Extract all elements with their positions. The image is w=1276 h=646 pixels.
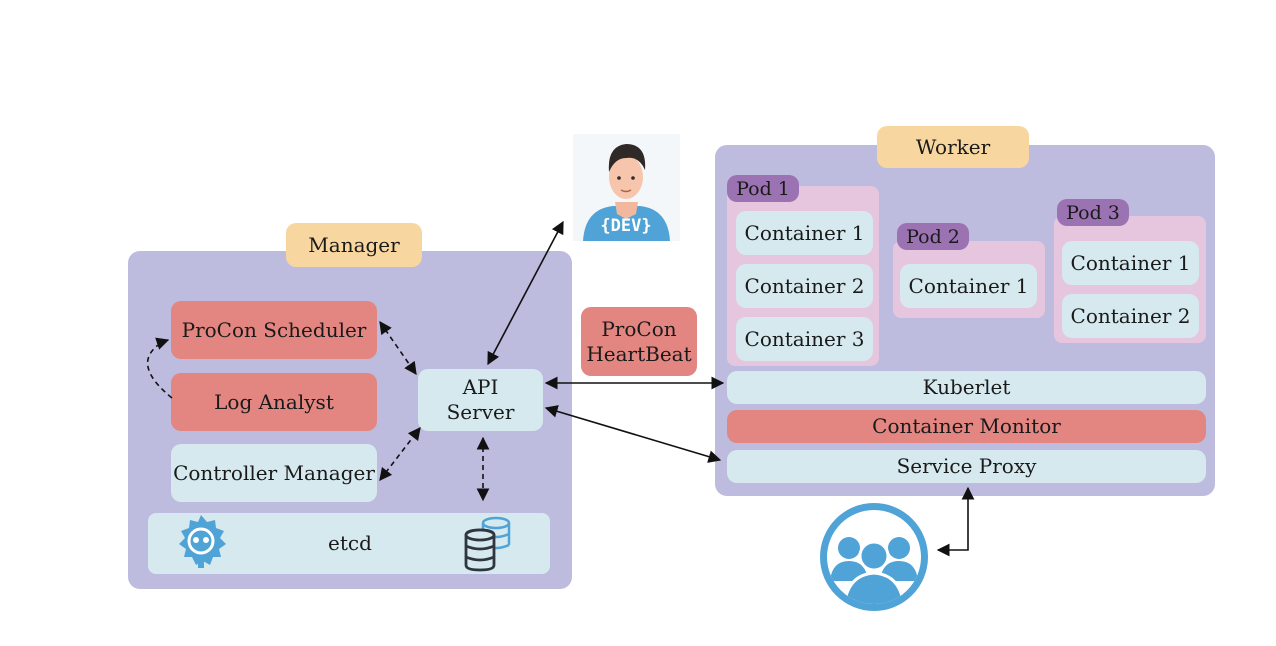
pod-1-container-1: Container 1	[736, 211, 873, 255]
pod-3-label: Pod 3	[1057, 199, 1129, 226]
etcd-label: etcd	[328, 531, 372, 555]
worker-label: Worker	[877, 126, 1029, 168]
log-analyst-box: Log Analyst	[171, 373, 377, 431]
pod-2-label: Pod 2	[897, 223, 969, 250]
procon-heartbeat-box: ProCon HeartBeat	[581, 307, 697, 376]
arrow-api-developer	[487, 220, 564, 366]
api-server-box: API Server	[418, 369, 543, 431]
developer-avatar: {DEV}	[573, 134, 680, 241]
arrow-scheduler-api	[379, 320, 417, 376]
pod-3-container-1: Container 1	[1062, 241, 1199, 285]
controller-manager-box: Controller Manager	[171, 444, 377, 502]
arrow-controller-api	[379, 426, 421, 482]
pod-1-container-2: Container 2	[736, 264, 873, 308]
arrow-proxy-users	[936, 486, 975, 557]
kuberlet-bar: Kuberlet	[727, 371, 1206, 404]
etcd-box: etcd	[148, 513, 550, 574]
developer-icon: {DEV}	[583, 144, 670, 241]
pod-1-container-3: Container 3	[736, 317, 873, 361]
pod-1-label: Pod 1	[727, 175, 799, 202]
users-group-icon	[820, 503, 928, 611]
pod-2-container-1: Container 1	[900, 264, 1037, 308]
database-icon	[464, 516, 511, 572]
arrow-log-to-scheduler	[146, 337, 173, 399]
pod-3-container-2: Container 2	[1062, 294, 1199, 338]
procon-scheduler-box: ProCon Scheduler	[171, 301, 377, 359]
service-proxy-bar: Service Proxy	[727, 450, 1206, 483]
arrow-api-service-proxy	[544, 405, 722, 463]
etcd-logo-icon	[179, 515, 226, 568]
dev-badge-text: {DEV}	[600, 216, 651, 236]
manager-label: Manager	[286, 223, 422, 267]
container-monitor-bar: Container Monitor	[727, 410, 1206, 443]
